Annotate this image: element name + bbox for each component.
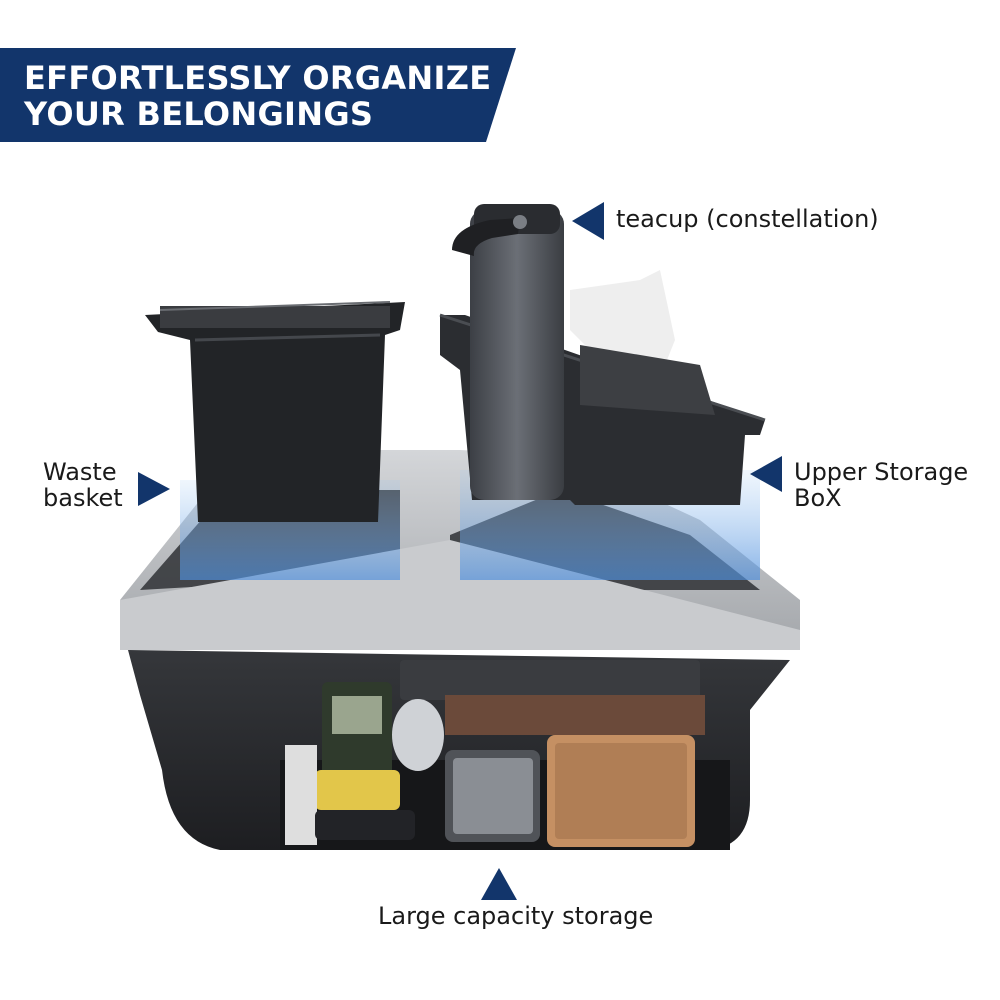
banner-shape <box>0 48 516 142</box>
title-line-1: EFFORTLESSLY ORGANIZE <box>24 59 492 97</box>
triangle-arrow-icon <box>572 202 604 240</box>
callout-upper-storage-box: Upper Storage BoX <box>794 459 968 511</box>
callout-waste-line2: basket <box>43 484 123 512</box>
callout-upper-line2: BoX <box>794 484 842 512</box>
waste-basket <box>145 301 405 522</box>
triangle-arrow-icon <box>750 456 782 492</box>
callout-large-capacity-storage: Large capacity storage <box>378 902 654 930</box>
console-organizer-illustration <box>120 204 800 850</box>
upper-box-contents <box>570 270 715 415</box>
page-title: EFFORTLESSLY ORGANIZE YOUR BELONGINGS <box>24 60 491 132</box>
callout-waste-basket: Waste basket <box>43 459 123 511</box>
callout-teacup: teacup (constellation) <box>616 205 879 233</box>
title-line-2: YOUR BELONGINGS <box>24 95 374 133</box>
header-banner <box>0 48 520 142</box>
triangle-arrow-icon <box>138 472 170 506</box>
callout-waste-line1: Waste <box>43 458 117 486</box>
tumbler-bottle <box>452 204 564 500</box>
large-storage-contents <box>280 660 730 850</box>
callout-upper-line1: Upper Storage <box>794 458 969 486</box>
triangle-arrow-icon <box>481 868 517 900</box>
